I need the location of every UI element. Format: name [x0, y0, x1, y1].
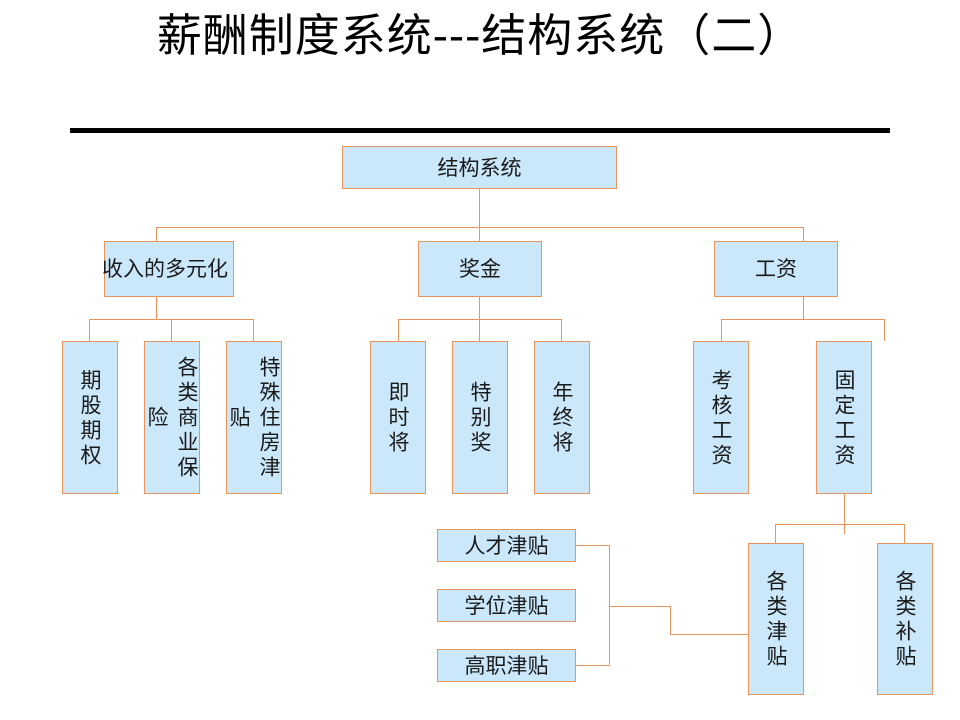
connector-root-stem [479, 189, 480, 227]
node-seniorpost[interactable]: 高职津贴 [437, 649, 576, 682]
node-income[interactable]: 收入的多元化 [102, 241, 234, 297]
connector-drop-instant [398, 319, 399, 341]
node-allowances[interactable]: 各类津贴 [748, 543, 804, 695]
node-subsidies[interactable]: 各类补贴 [877, 543, 933, 695]
connector-drop-bonus [479, 227, 480, 241]
node-instant[interactable]: 即时将 [370, 341, 426, 494]
title-divider-rule [70, 128, 890, 133]
connector-allowance-riser [609, 545, 610, 666]
connector-salary-stem [803, 297, 804, 319]
node-root[interactable]: 结构系统 [342, 146, 617, 189]
connector-allowance-run-a [609, 606, 670, 607]
node-bonus[interactable]: 奖金 [418, 241, 542, 297]
page-title: 薪酬制度系统---结构系统（二） [156, 9, 804, 62]
connector-drop-insurance [171, 319, 172, 341]
connector-fixed-bar [775, 524, 904, 525]
node-equity[interactable]: 期股期权 [62, 341, 118, 494]
connector-drop-housing [253, 319, 254, 341]
connector-drop-special [479, 319, 480, 341]
node-talent[interactable]: 人才津贴 [437, 529, 576, 562]
connector-salary-bar [721, 319, 884, 320]
node-degree[interactable]: 学位津贴 [437, 589, 576, 622]
connector-drop-allowances [775, 524, 776, 543]
connector-drop-salary [803, 227, 804, 241]
node-income-label: 收入的多元化 [102, 257, 228, 281]
connector-drop-subsidies [904, 524, 905, 543]
connector-allowance-step [670, 606, 671, 634]
connector-drop-equity [89, 319, 90, 341]
node-yearend[interactable]: 年终将 [534, 341, 590, 494]
node-fixed[interactable]: 固定工资 [816, 341, 872, 494]
node-salary[interactable]: 工资 [714, 241, 838, 297]
connector-fixed-stem [844, 494, 845, 534]
connector-talent-lead [576, 545, 609, 546]
connector-drop-yearend [561, 319, 562, 341]
node-special[interactable]: 特别奖 [452, 341, 508, 494]
connector-allowance-run-b [670, 634, 756, 635]
node-appraisal[interactable]: 考核工资 [693, 341, 749, 494]
connector-seniorpost-lead [576, 665, 609, 666]
connector-income-stem [156, 297, 157, 319]
connector-drop-income [156, 227, 157, 241]
node-insurance[interactable]: 各类商业保险 [144, 341, 200, 494]
connector-drop-fixed [884, 319, 885, 341]
node-housing[interactable]: 特殊住房津贴 [226, 341, 282, 494]
connector-bonus-stem [479, 297, 480, 319]
connector-drop-appraisal [721, 319, 722, 341]
